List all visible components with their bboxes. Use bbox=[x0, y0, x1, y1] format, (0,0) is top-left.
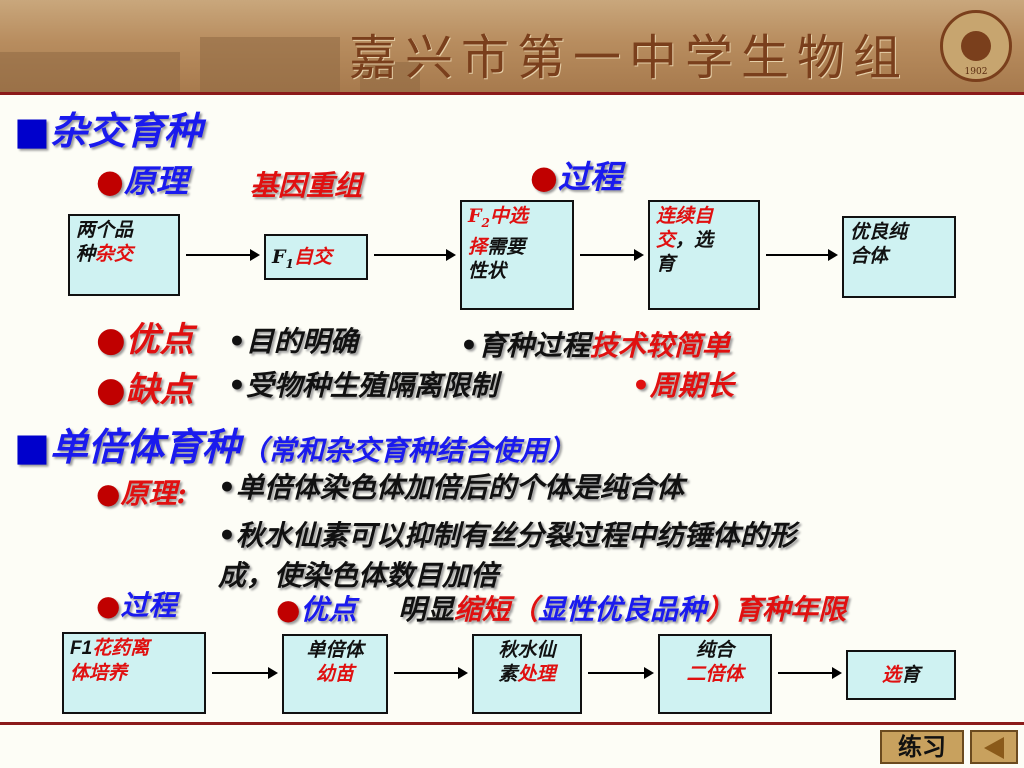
process-label-1: ●过程 bbox=[530, 158, 622, 196]
process-label-2: ●过程 bbox=[96, 589, 177, 622]
building-graphic bbox=[360, 62, 420, 92]
principle-2-item-2a: •秋水仙素可以抑制有丝分裂过程中纺锤体的形 bbox=[218, 519, 796, 552]
flow2-arrow bbox=[778, 667, 842, 679]
flow2-arrow bbox=[212, 667, 278, 679]
pros-item-1: •目的明确 bbox=[228, 325, 358, 358]
emblem-year: 1902 bbox=[964, 67, 988, 77]
pros-label-1: ●优点 bbox=[96, 320, 194, 360]
flow2-box-select: 选育 bbox=[846, 650, 956, 700]
principle-label-1: ●原理 bbox=[96, 162, 188, 200]
header-divider bbox=[0, 92, 1024, 95]
building-graphic bbox=[0, 52, 180, 92]
flow1-arrow bbox=[186, 249, 260, 261]
principle-value-1: 基因重组 bbox=[250, 169, 363, 202]
cons-item-1: •受物种生殖隔离限制 bbox=[228, 369, 498, 402]
pros-item-2: •育种过程技术较简单 bbox=[460, 329, 730, 362]
principle-2-item-1: •单倍体染色体加倍后的个体是纯合体 bbox=[218, 471, 684, 504]
pros-2-text: 明显缩短（显性优良品种）育种年限 bbox=[398, 593, 847, 626]
back-arrow-icon[interactable] bbox=[970, 730, 1018, 764]
principle-label-2: ●原理: bbox=[96, 477, 187, 510]
pros-label-2: ●优点 bbox=[276, 593, 357, 626]
flow2-arrow bbox=[588, 667, 654, 679]
principle-2-item-2b: 成，使染色体数目加倍 bbox=[218, 559, 499, 592]
cons-label-1: ●缺点 bbox=[96, 370, 194, 410]
section2-title: ■单倍体育种（常和杂交育种结合使用） bbox=[14, 424, 576, 469]
exercise-button[interactable]: 练习 bbox=[880, 730, 964, 764]
flow2-arrow bbox=[394, 667, 468, 679]
flow2-box-haploid: 单倍体 幼苗 bbox=[282, 634, 388, 714]
flow1-arrow bbox=[374, 249, 456, 261]
flow1-box-f1: F1自交 bbox=[264, 234, 368, 280]
header-banner: 嘉兴市第一中学生物组 1902 bbox=[0, 0, 1024, 92]
header-title: 嘉兴市第一中学生物组 bbox=[348, 30, 909, 86]
footer-divider bbox=[0, 722, 1024, 725]
section1-title: ■杂交育种 bbox=[14, 108, 202, 153]
flow1-box-continuous: 连续自 交，选 育 bbox=[648, 200, 760, 310]
flow2-box-diploid: 纯合 二倍体 bbox=[658, 634, 772, 714]
flow2-box-colchicine: 秋水仙 素处理 bbox=[472, 634, 582, 714]
flow1-arrow bbox=[580, 249, 644, 261]
cons-item-2: •周期长 bbox=[632, 369, 734, 402]
flow2-box-anther: F1花药离 体培养 bbox=[62, 632, 206, 714]
building-graphic bbox=[200, 37, 340, 92]
flow1-box-parents: 两个品 种杂交 bbox=[68, 214, 180, 296]
school-emblem-icon: 1902 bbox=[940, 10, 1012, 82]
flow1-box-f2: F2中选 择需要 性状 bbox=[460, 200, 574, 310]
flow1-arrow bbox=[766, 249, 838, 261]
flow1-box-result: 优良纯 合体 bbox=[842, 216, 956, 298]
